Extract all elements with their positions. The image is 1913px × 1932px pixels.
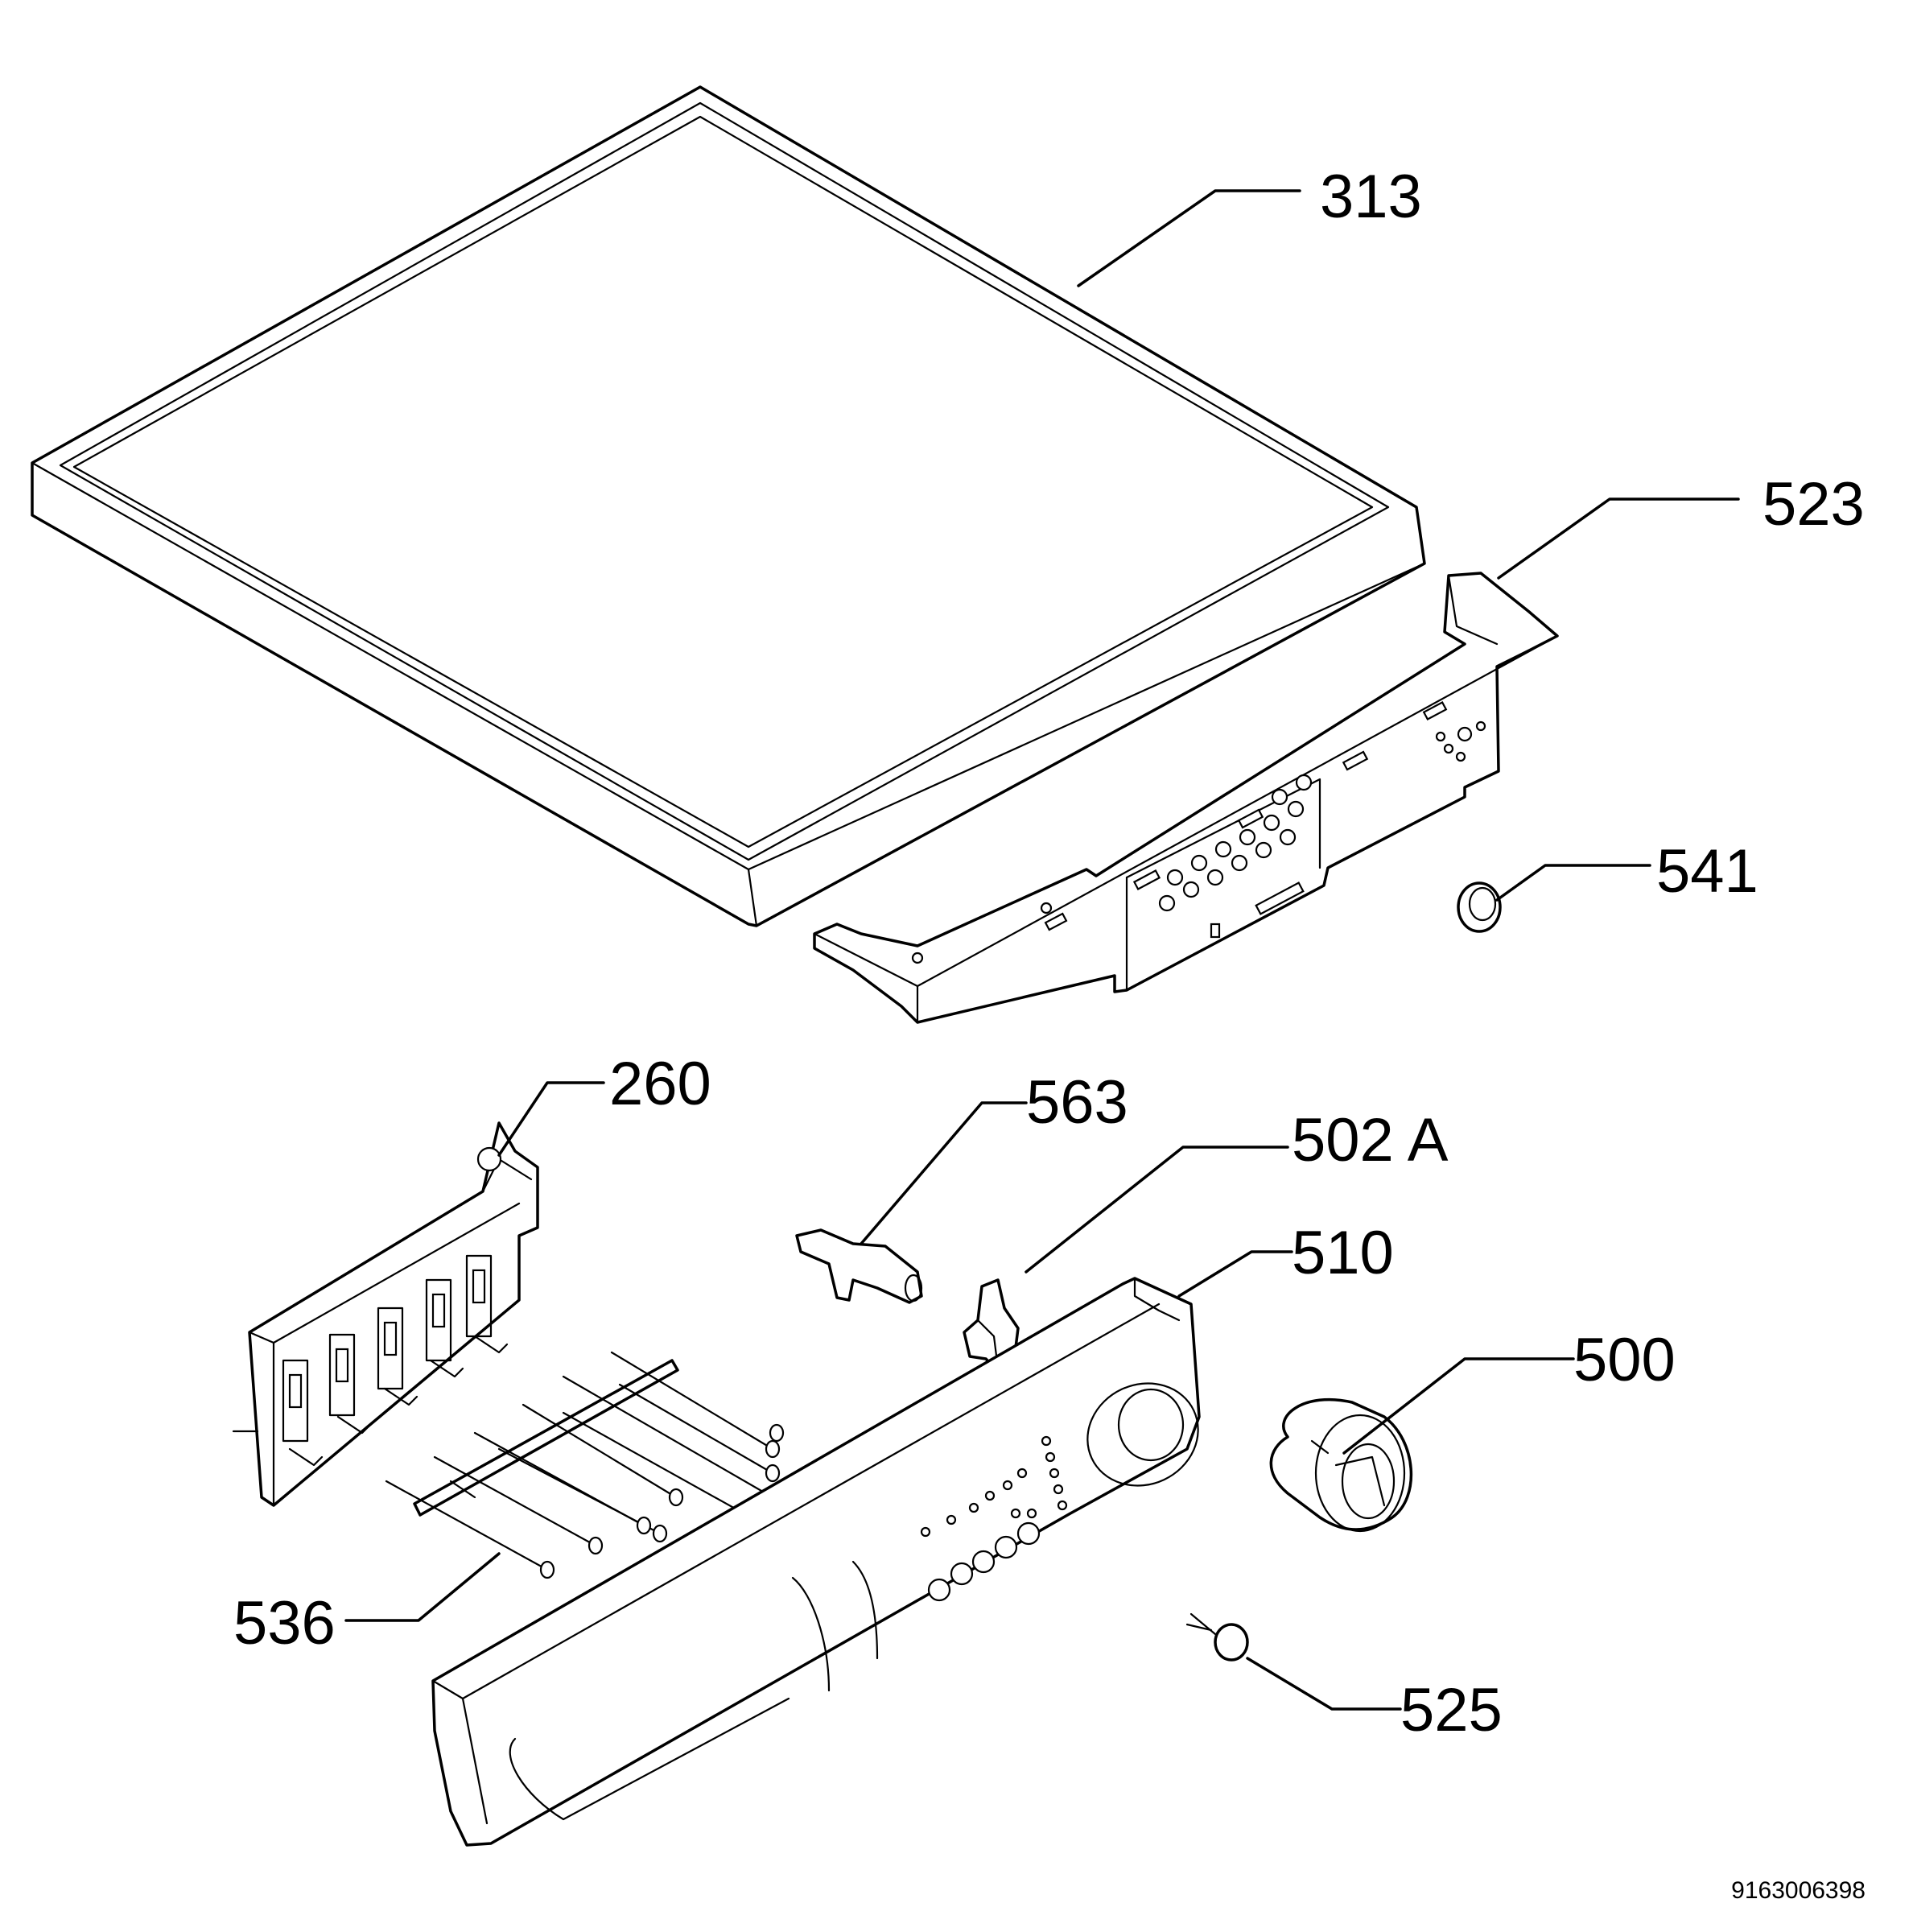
document-number: 9163006398 (1731, 1877, 1866, 1904)
part-523-bracket (813, 572, 1559, 1024)
part-536-button-rods (385, 1351, 785, 1579)
part-541-grommet (1457, 881, 1502, 933)
part-510-control-panel (431, 1277, 1201, 1847)
leader-563 (860, 1101, 1028, 1245)
leader-260 (497, 1081, 605, 1157)
leader-523 (1497, 497, 1740, 580)
part-labels: 313 523 541 260 563 502 A 510 500 536 52… (233, 163, 1866, 1904)
panel-buttons (920, 1435, 1068, 1602)
holder-slots (282, 1254, 493, 1443)
leader-lines (344, 189, 1740, 1711)
part-563-shaft (795, 1228, 923, 1304)
part-260-button-holder (232, 1121, 539, 1507)
leader-502a (1025, 1146, 1289, 1274)
label-541: 541 (1656, 837, 1758, 906)
leader-500 (1342, 1357, 1575, 1455)
label-536: 536 (233, 1589, 336, 1657)
label-563: 563 (1026, 1068, 1128, 1137)
label-523: 523 (1763, 470, 1865, 539)
label-313: 313 (1320, 163, 1422, 231)
label-500: 500 (1573, 1326, 1676, 1394)
label-525: 525 (1400, 1676, 1503, 1744)
label-260: 260 (609, 1050, 711, 1118)
panel-program-dial-recess (1086, 1382, 1199, 1487)
leader-510 (1177, 1250, 1293, 1298)
part-525-pushbutton (1185, 1612, 1249, 1662)
leader-536 (344, 1552, 501, 1622)
leader-541 (1495, 864, 1651, 902)
part-313-top-cover (31, 85, 1426, 927)
label-510: 510 (1292, 1219, 1394, 1287)
leader-313 (1077, 189, 1301, 287)
leader-525 (1246, 1657, 1402, 1711)
label-502a: 502 A (1292, 1106, 1449, 1174)
part-500-knob (1269, 1397, 1413, 1533)
bracket-hole-grid (1158, 774, 1313, 939)
